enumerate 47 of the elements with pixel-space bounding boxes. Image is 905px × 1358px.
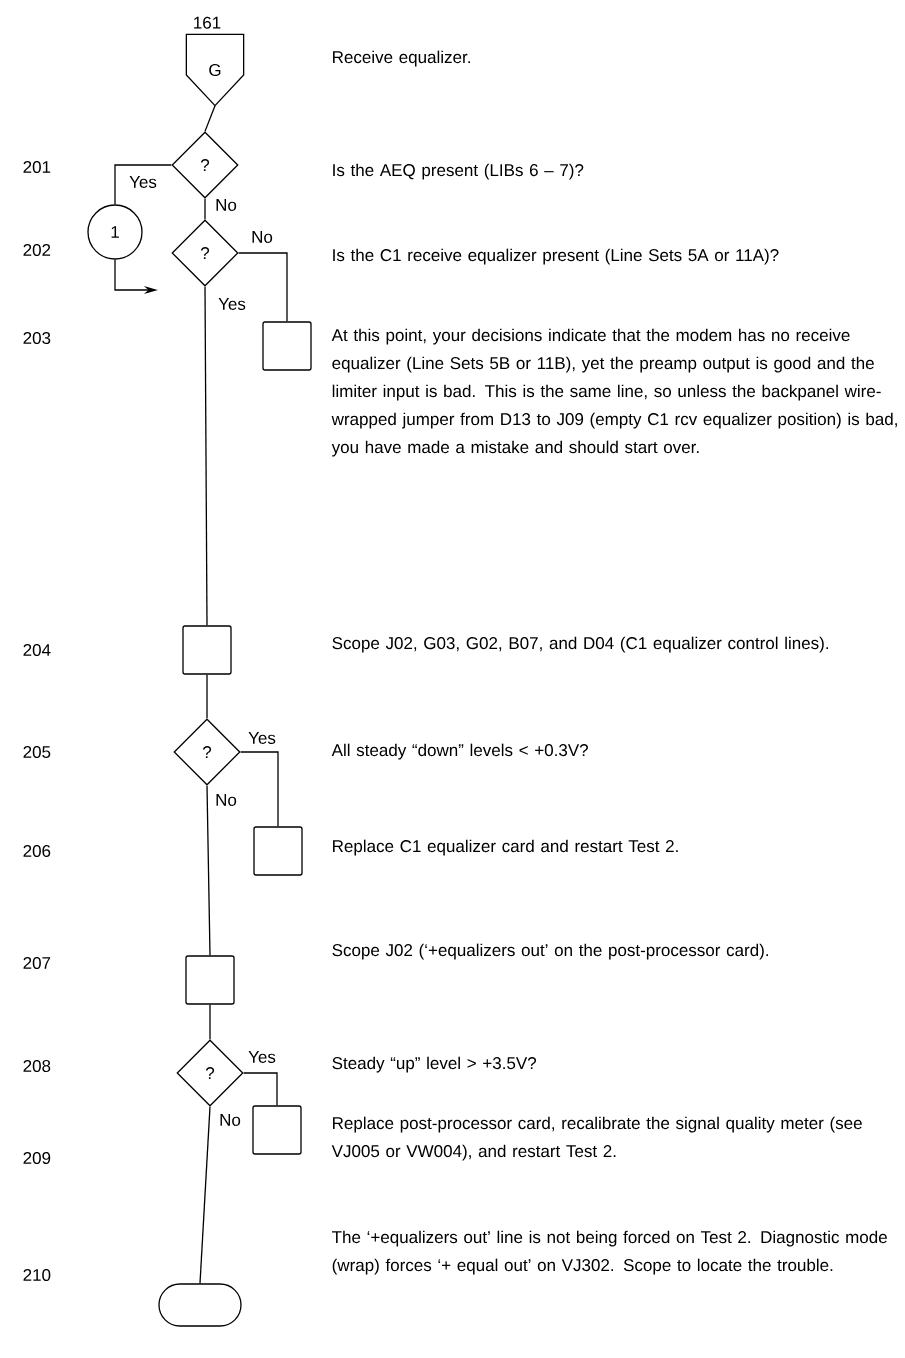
flow-line (204, 198, 206, 220)
flow-line (114, 164, 172, 205)
step-number: 201 (23, 161, 51, 174)
step-number: 204 (23, 644, 51, 657)
step-description: Steady “up” level > +3.5V? (332, 1056, 537, 1073)
edge-label: Yes (217, 297, 247, 311)
process-box (252, 1105, 302, 1155)
step-description: The ‘+equalizers out’ line is not being forced on Test 2. Diagnostic mode (wrap) forces ‘+ equal out’ on VJ302. Scope to locate the trouble. (332, 1230, 887, 1275)
step-description: Scope J02 (‘+equalizers out’ on the post-processor card). (332, 943, 768, 960)
edge-label: No (218, 1113, 242, 1127)
step-description: Scope J02, G03, G02, B07, and D04 (C1 equalizer control lines). (332, 636, 828, 653)
step-number: 206 (23, 845, 51, 858)
edge-label: Yes (128, 175, 158, 189)
step-number: 161 (194, 16, 221, 29)
process-box (182, 625, 232, 675)
step-description: Receive equalizer. (333, 50, 470, 67)
step-description: Is the AEQ present (LIBs 6 – 7)? (333, 163, 584, 180)
offpage-connector: G (185, 33, 245, 107)
step-description: All steady “down” levels < +0.3V? (331, 743, 588, 760)
step-description: At this point, your decisions indicate that the modem has no receive equalizer (Line Sets 5B or 11B), yet the preamp output is good and the limiter input is bad. This is the same line, so unless the backpanel wire-wrapped jumper from D13 to J09 (empty C1 rcv equalizer position) is bad, you have made a mistake and should start over. (331, 328, 897, 457)
edge-label: Yes (247, 731, 277, 745)
step-number: 210 (23, 1269, 51, 1282)
step-description: Replace post-processor card, recalibrate the signal quality meter (see VJ005 or VW004), and restart Test 2. (331, 1116, 862, 1161)
flow-line (206, 785, 211, 956)
flow-line (206, 674, 208, 719)
process-box (262, 321, 312, 371)
process-box (253, 826, 303, 876)
step-number: 209 (23, 1152, 51, 1165)
flow-line (204, 105, 216, 132)
edge-label: No (214, 198, 238, 212)
process-box (185, 955, 235, 1005)
step-number: 205 (23, 746, 51, 759)
step-number: 203 (23, 332, 51, 345)
step-number: 208 (23, 1060, 51, 1073)
flow-line (238, 252, 288, 322)
flow-line (199, 1106, 211, 1284)
step-description: Is the C1 receive equalizer present (Line Sets 5A or 11A)? (333, 248, 779, 265)
step-number: 207 (23, 957, 51, 970)
step-number: 202 (23, 244, 51, 257)
flow-line (209, 1004, 211, 1040)
edge-label: No (214, 793, 238, 807)
edge-label: No (250, 230, 274, 244)
flow-line (204, 286, 208, 626)
flow-line (240, 751, 279, 827)
edge-label: Yes (247, 1050, 277, 1064)
step-description: Replace C1 equalizer card and restart Test 2. (333, 839, 678, 856)
flow-line (243, 1072, 278, 1106)
